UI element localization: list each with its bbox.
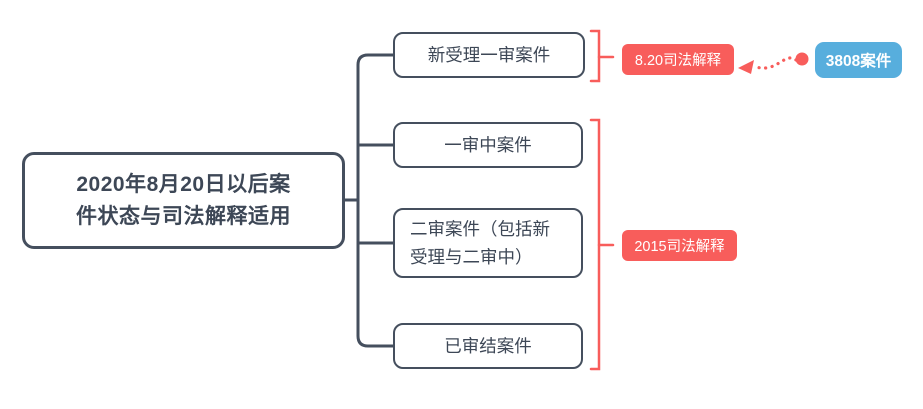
branch-node-in-first-instance[interactable]: 一审中案件 — [393, 122, 583, 168]
callout-arrow-origin-dot — [795, 52, 809, 66]
trunk-to-child-1-connector — [356, 53, 395, 202]
callout-arrowhead — [738, 60, 754, 74]
annotation-tag-2015-interpretation[interactable]: 2015司法解释 — [622, 230, 737, 261]
trunk-to-child-4-connector — [356, 198, 395, 348]
branch-node-new-first-instance[interactable]: 新受理一审案件 — [393, 32, 585, 78]
group-bracket-bottom — [589, 118, 601, 371]
root-node[interactable]: 2020年8月20日以后案 件状态与司法解释适用 — [22, 152, 345, 249]
group-bracket-top — [589, 29, 601, 83]
callout-arrow — [738, 52, 809, 74]
branch-node-concluded[interactable]: 已审结案件 — [393, 323, 583, 369]
annotation-tag-820-interpretation[interactable]: 8.20司法解释 — [622, 44, 734, 75]
callout-tag-3808-case[interactable]: 3808案件 — [815, 42, 902, 78]
callout-arrow-dotted-path — [751, 56, 798, 70]
branch-node-second-instance[interactable]: 二审案件（包括新 受理与二审中） — [393, 208, 583, 278]
